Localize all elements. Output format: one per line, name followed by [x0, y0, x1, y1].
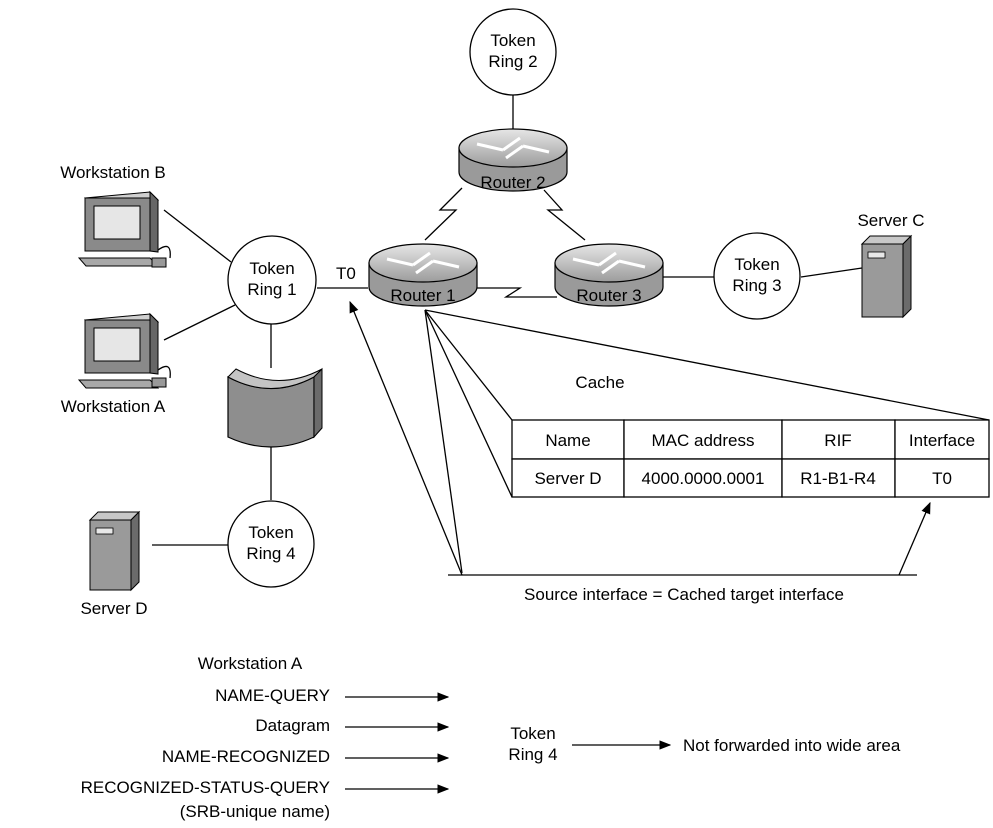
server-d-label: Server D — [80, 599, 147, 618]
link-ring3-serverc — [800, 267, 863, 278]
message-datagram: Datagram — [255, 716, 330, 735]
cache-header-mac: MAC address — [652, 431, 755, 450]
cache-cell-interface: T0 — [932, 469, 952, 488]
link-workstationb-ring1 — [163, 209, 232, 263]
workstation-icon — [77, 190, 171, 268]
router-arrows-icon — [572, 251, 646, 275]
arrow-to-cached-interface — [898, 501, 931, 576]
bridge-icon — [227, 367, 323, 448]
workstation-b: Workstation B — [60, 163, 171, 268]
cache-header-rif: RIF — [824, 431, 851, 450]
message-recognized-status-query: RECOGNIZED-STATUS-QUERY — [81, 778, 330, 797]
cache-cell-name: Server D — [534, 469, 601, 488]
token-ring-4: Token Ring 4 — [227, 500, 315, 588]
source-interface-note: Source interface = Cached target interfa… — [349, 300, 931, 604]
link-workstationa-ring1 — [163, 304, 236, 341]
ring3-label-line2: Ring 3 — [732, 276, 781, 295]
wan-link-router2-router1 — [424, 187, 463, 241]
wan-link-router2-router3 — [543, 189, 586, 241]
token-ring-3: Token Ring 3 — [713, 232, 801, 320]
cache-callout-lines — [424, 309, 990, 574]
dest-ring-line2: Ring 4 — [508, 745, 557, 764]
server-c-label: Server C — [857, 211, 924, 230]
server-icon — [860, 234, 913, 319]
wan-link-router1-router3 — [470, 287, 557, 298]
cache-header-cell — [781, 419, 896, 460]
cache-header-cell — [894, 419, 990, 460]
ring3-label-line1: Token — [734, 255, 779, 274]
message-note: (SRB-unique name) — [180, 802, 330, 821]
interface-t0-label: T0 — [336, 264, 356, 283]
ring2-label-line2: Ring 2 — [488, 52, 537, 71]
source-interface-note-text: Source interface = Cached target interfa… — [524, 585, 844, 604]
message-sequence: Workstation A NAME-QUERY Datagram NAME-R… — [81, 654, 901, 821]
cache-cell-rif: R1-B1-R4 — [800, 469, 876, 488]
cache-data-cell — [894, 458, 990, 498]
cache-table: Name MAC address RIF Interface Server D … — [511, 419, 990, 498]
router1-label: Router 1 — [390, 286, 455, 305]
token-ring-2: Token Ring 2 — [469, 8, 557, 96]
workstation-a: Workstation A — [61, 312, 171, 416]
workstation-b-label: Workstation B — [60, 163, 166, 182]
cache-header-interface: Interface — [909, 431, 975, 450]
router-arrows-icon — [476, 136, 550, 160]
router-3: Router 3 — [554, 243, 664, 307]
ring2-label-line1: Token — [490, 31, 535, 50]
workstation-a-label: Workstation A — [61, 397, 166, 416]
router-arrows-icon — [386, 251, 460, 275]
ring1-label-line2: Ring 1 — [247, 280, 296, 299]
cache-cell-mac: 4000.0000.0001 — [642, 469, 765, 488]
router-1: Router 1 — [368, 243, 478, 307]
server-icon — [88, 510, 141, 592]
router3-label: Router 3 — [576, 286, 641, 305]
message-name-query: NAME-QUERY — [215, 686, 330, 705]
ring4-label-line1: Token — [248, 523, 293, 542]
workstation-icon — [77, 312, 171, 389]
message-name-recognized: NAME-RECOGNIZED — [162, 747, 330, 766]
cache-data-cell — [781, 458, 896, 498]
cache-title: Cache — [575, 373, 624, 392]
server-c: Server C — [857, 211, 925, 319]
cache-header-name: Name — [545, 431, 590, 450]
router-2: Router 2 — [458, 128, 568, 192]
not-forwarded-text: Not forwarded into wide area — [683, 736, 901, 755]
arrow-to-t0 — [349, 300, 463, 576]
ring4-label-line2: Ring 4 — [246, 544, 295, 563]
dest-ring-line1: Token — [510, 724, 555, 743]
router2-label: Router 2 — [480, 173, 545, 192]
server-d: Server D — [80, 510, 148, 618]
token-ring-1: Token Ring 1 — [227, 235, 317, 325]
sequence-title: Workstation A — [198, 654, 303, 673]
ring1-label-line1: Token — [249, 259, 294, 278]
